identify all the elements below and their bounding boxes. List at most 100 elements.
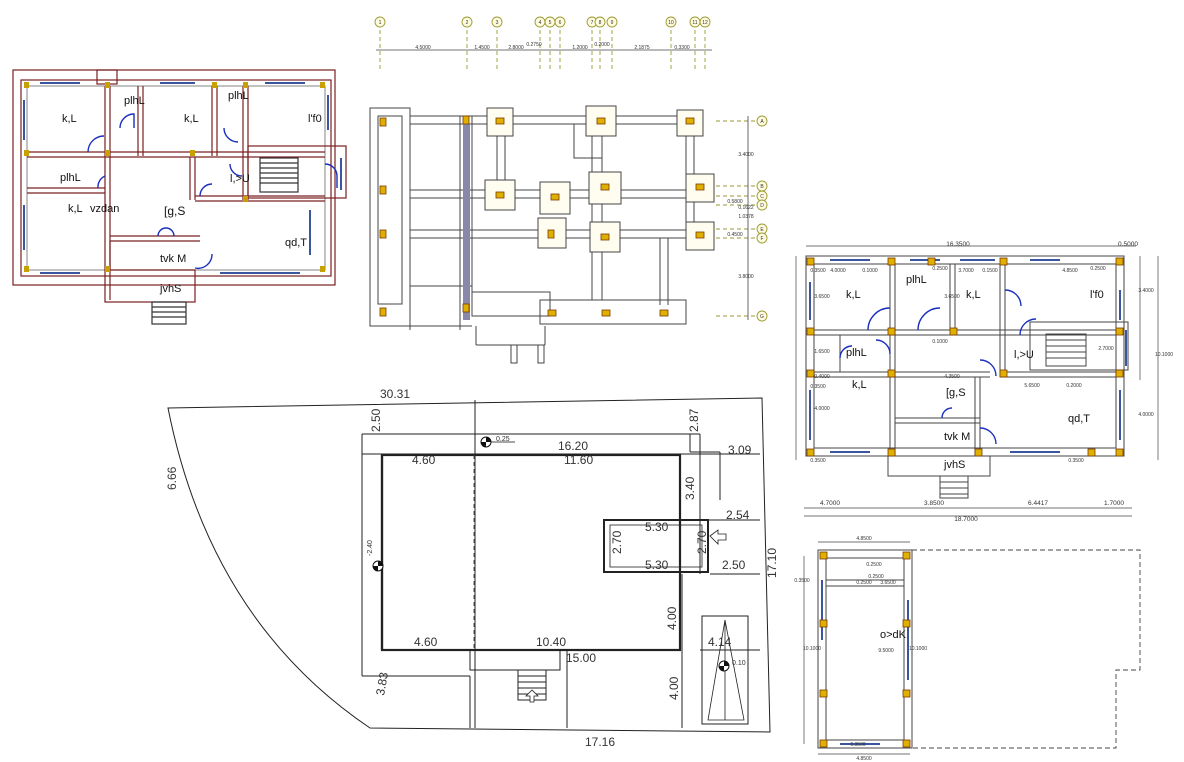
room-label: [g,S (164, 204, 185, 218)
grid-number: 7 (591, 20, 594, 26)
dimension-label: 3.7000 (958, 268, 974, 274)
dimension-label: 10.1000 (803, 646, 821, 652)
room-label: o>dK (880, 629, 907, 641)
dimension-label: 1.7000 (1104, 500, 1124, 507)
dimension-label: 10.1000 (1155, 352, 1173, 358)
dimension-label: 0.1500 (982, 268, 998, 274)
right-plan-windows (809, 259, 1127, 453)
grid-letter: C (760, 194, 764, 200)
grid-number: 4 (539, 20, 542, 26)
dimension-label: 3.40 (683, 476, 697, 500)
level-marker-icon (718, 660, 730, 672)
dimension-label: 9.5000 (878, 648, 894, 654)
dimension-label: 4.8500 (1062, 268, 1078, 274)
dimension-label: 4.0000 (814, 406, 830, 412)
room-label: jvhS (159, 283, 181, 295)
room-label: k,L (966, 289, 981, 301)
dimension-label: 4.7000 (820, 500, 840, 507)
dimension-label: 0.1000 (932, 339, 948, 345)
level-label: -2.40 (367, 540, 374, 556)
dimension-label: 0.2500 (866, 562, 882, 568)
dimension-label: 4.8500 (856, 536, 872, 542)
dimension-label: 4.0000 (1138, 412, 1154, 418)
dimension-label: 1.4500 (474, 45, 490, 51)
site-plan: 30.31 6.66 2.50 0.25 16.20 2.87 3.09 4.6… (165, 387, 779, 749)
dimension-label: 1.0378 (738, 214, 754, 220)
room-label: plhL (228, 90, 249, 102)
right-plan-room-labels: k,L plhL k,L l'f0 plhL l,>U k,L [g,S qd,… (846, 274, 1104, 471)
top-left-doors (87, 113, 338, 270)
dimension-label: 3.6500 (944, 294, 960, 300)
room-label: qd,T (1068, 413, 1090, 425)
dimension-label: 2.87 (687, 408, 701, 432)
dimension-label: 2.1875 (634, 45, 650, 51)
grid-number: 11 (692, 20, 697, 26)
dimension-label: 4.0000 (830, 268, 846, 274)
grid-letter: D (760, 203, 764, 209)
room-label: plhL (906, 274, 927, 286)
dimension-label: 0.3500 (794, 578, 810, 584)
dimension-label: 4.3500 (944, 374, 960, 380)
dimension-label: 4.8500 (856, 756, 872, 762)
room-label: tvk M (944, 431, 970, 443)
arrow-icon (709, 529, 727, 545)
dimension-label: 0.2000 (1066, 383, 1082, 389)
dimension-label: 0.3500 (850, 742, 866, 748)
dimension-label: 3.09 (728, 443, 752, 457)
level-label: 0.10 (732, 660, 746, 667)
room-label: l,>U (230, 173, 250, 185)
dimension-label: 3.6500 (814, 294, 830, 300)
dimension-label: 2.70 (695, 530, 709, 554)
dimension-label: 17.10 (765, 548, 779, 578)
dimension-label: 6.4417 (1028, 500, 1048, 507)
room-label: k,L (68, 203, 83, 215)
dimension-label: 0.5000 (1118, 241, 1138, 248)
room-label: k,L (184, 113, 199, 125)
right-plan-doors (839, 289, 1037, 445)
hatched-wall (463, 124, 470, 320)
dimension-label: 3.6500 (880, 580, 896, 586)
dimension-label: 11.60 (564, 453, 593, 467)
right-floor-plan: 16.3500 0.5000 0.3500 4.0000 0.1000 0.25… (795, 241, 1173, 523)
grid-number: 9 (611, 20, 614, 26)
room-label: k,L (852, 379, 867, 391)
dimension-label: 2.50 (722, 558, 746, 572)
dimension-label: 5.6500 (1024, 383, 1040, 389)
dimension-label: 3.83 (373, 671, 391, 697)
dimension-label: 2.54 (726, 508, 750, 522)
top-left-windows (23, 82, 342, 274)
dimension-label: 1.2000 (572, 45, 588, 51)
top-left-column-markers (24, 82, 325, 272)
dimension-label: 6.66 (165, 466, 179, 490)
dimension-label: 18.7000 (954, 516, 978, 523)
dimension-label: 3.8500 (924, 500, 944, 507)
bottom-right-plan: 4.8500 0.2500 0.3500 0.2500 3.6500 0.250… (794, 536, 1141, 762)
room-label: k,L (62, 113, 77, 125)
dimension-label: 2.7000 (1098, 346, 1114, 352)
dimension-label: 4.14 (708, 635, 732, 649)
foundation-beams (369, 107, 700, 364)
dimension-label: 3.4000 (738, 152, 754, 158)
grid-number: 1 (379, 20, 382, 26)
dimension-label: 5.30 (645, 520, 669, 534)
room-label: tvk M (160, 253, 186, 265)
room-label: k,L (846, 289, 861, 301)
dimension-label: 0.3500 (810, 268, 826, 274)
room-label: plhL (846, 347, 867, 359)
room-label: plhL (124, 95, 145, 107)
dimension-label: 0.3500 (810, 384, 826, 390)
dimension-label: 0.3500 (810, 458, 826, 464)
grid-number: 12 (702, 20, 708, 26)
grid-letter: A (760, 119, 764, 125)
dimension-label: 2.50 (369, 408, 383, 432)
dimension-label: 30.31 (380, 387, 410, 401)
dimension-label: 4.00 (665, 606, 679, 630)
dimension-label: 0.2500 (856, 580, 872, 586)
room-label: [g,S (946, 387, 966, 399)
dimension-label: 2.8000 (508, 45, 524, 51)
dimension-label: 4.5000 (415, 45, 431, 51)
dimension-label: 0.2000 (594, 42, 610, 48)
room-label: vzdan (90, 203, 119, 215)
dimension-label: 0.2500 (1090, 266, 1106, 272)
